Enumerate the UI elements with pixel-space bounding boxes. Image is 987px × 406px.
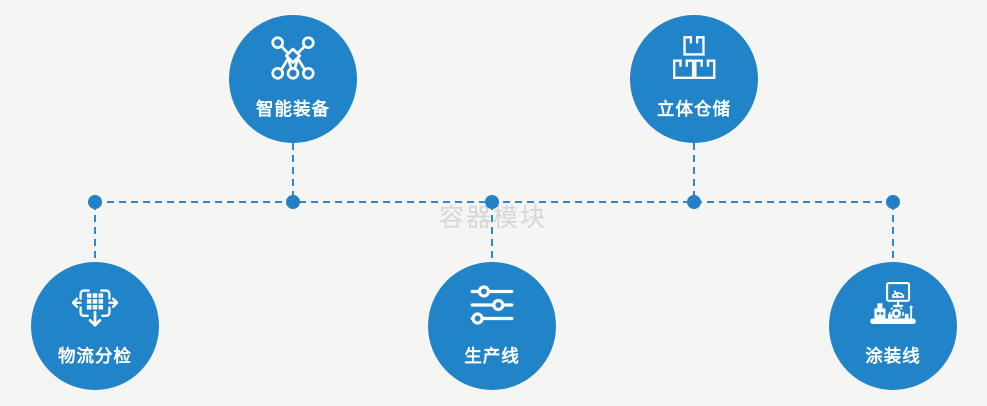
node-label: 立体仓储 (657, 99, 731, 119)
node-label: 物流分检 (58, 346, 132, 366)
stacked-boxes-icon (667, 31, 721, 85)
connector-vertical-production (491, 203, 493, 262)
node-label: 智能装备 (256, 99, 330, 119)
node-production: 生产线 (428, 262, 556, 390)
network-nodes-icon (266, 31, 320, 85)
connector-vertical-painting (892, 203, 894, 262)
paint-machine-icon (866, 278, 920, 332)
connector-vertical-smart-equipment (292, 143, 294, 202)
junction-dot (687, 195, 701, 209)
node-label: 生产线 (464, 346, 520, 366)
junction-dot (886, 195, 900, 209)
node-painting: 涂装线 (829, 262, 957, 390)
connector-vertical-warehouse (693, 143, 695, 202)
connector-vertical-logistics (94, 203, 96, 262)
node-warehouse: 立体仓储 (630, 15, 758, 143)
junction-dot (286, 195, 300, 209)
sliders-icon (465, 278, 519, 332)
node-label: 涂装线 (865, 346, 921, 366)
junction-dot (485, 195, 499, 209)
sort-dispatch-icon (68, 278, 122, 332)
junction-dot (88, 195, 102, 209)
node-logistics: 物流分检 (31, 262, 159, 390)
node-smart-equipment: 智能装备 (229, 15, 357, 143)
